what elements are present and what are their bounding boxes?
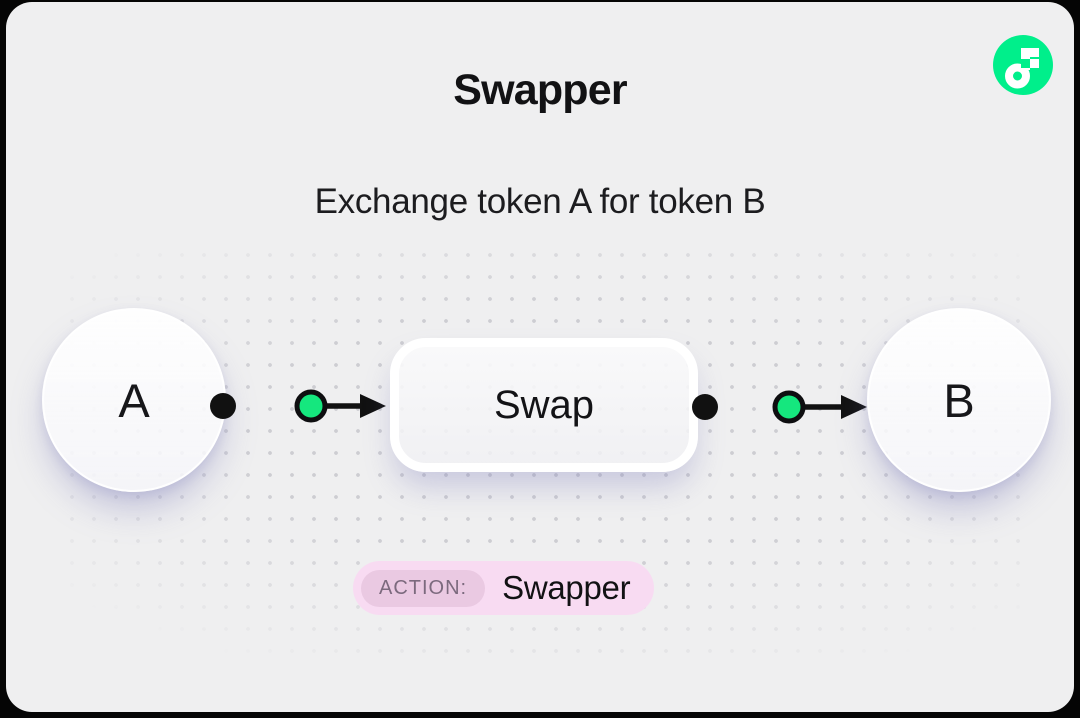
token-a-node: A [42,308,226,492]
token-b-node: B [867,308,1051,492]
connector-green-dot [294,389,328,423]
connector-green-dot [772,390,806,424]
page-title: Swapper [453,66,627,114]
connector-a-to-swap [196,374,396,443]
token-a-label: A [118,373,150,427]
page-subtitle: Exchange token A for token B [314,182,766,221]
connector-swap-to-b [690,375,875,444]
swap-process-node: Swap [390,338,698,472]
connector-start-dot [210,393,236,419]
action-badge: ACTION: Swapper [353,561,655,615]
arrowhead-icon [841,395,867,419]
arrowhead-icon [360,394,386,418]
content-card: Swapper Exchange token A for token B A [6,2,1074,712]
action-badge-label: ACTION: [361,569,486,607]
token-b-label: B [943,373,975,427]
connector-start-dot [692,394,718,420]
flow-logo-icon [993,35,1053,95]
swap-label: Swap [493,382,595,427]
action-badge-value: Swapper [502,569,631,606]
